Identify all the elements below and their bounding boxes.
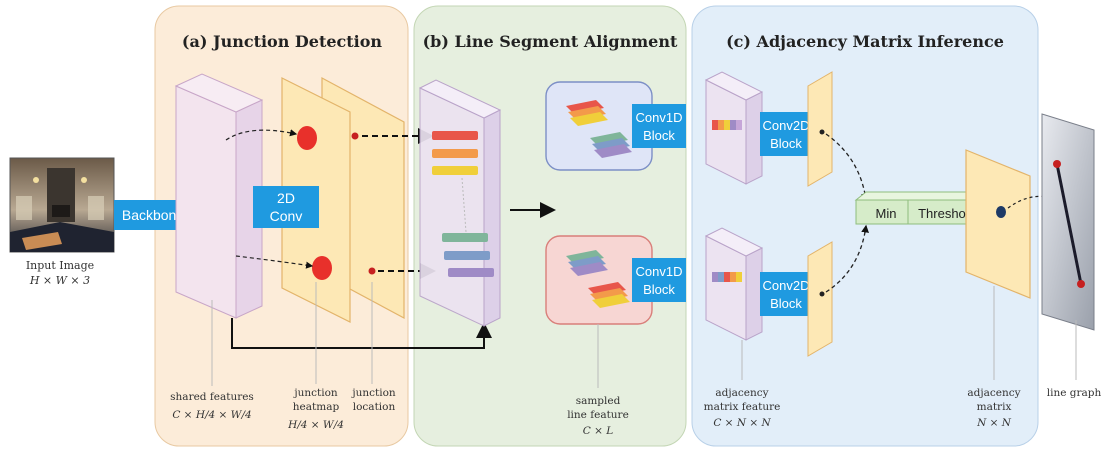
conv2d-block-top-line2: Block [770,136,802,151]
junction-heatmap-label-2: heatmap [293,401,340,413]
panel-b-title: (b) Line Segment Alignment [423,32,678,51]
shared-features-cuboid [174,73,264,319]
input-image-dims: H × W × 3 [29,274,90,287]
location-junction-bottom [368,267,376,275]
junction-location-label-1: junction [350,387,396,399]
adj-feature-cuboid-bottom [704,227,764,341]
shared-features-dims: C × H/4 × W/4 [172,409,251,421]
conv2d-block-a [253,186,319,228]
adj-feature-label-2: matrix feature [704,401,781,413]
threshold-label: Threshold [918,206,976,221]
input-image [9,157,115,253]
conv2d-block-a-line1: 2D [277,190,295,206]
location-junction-top [351,132,359,140]
adj-matrix-label-2: matrix [977,401,1012,413]
conv1d-block-bottom [632,258,686,302]
skip-connection-arrow [231,318,492,349]
conv1d-block-top-line2: Block [643,128,675,143]
line-alignment-cuboid [418,79,502,327]
junction-heatmap-label-1: junction [292,387,338,399]
conv1d-block-top [632,104,686,148]
bottom-feature-stack [566,250,630,308]
conv2d-block-top [760,112,812,156]
conv2d-block-bottom [760,272,812,316]
adj-map-bottom [807,241,833,357]
conv2d-block-a-line2: Conv [270,208,303,224]
conv2d-block-top-line1: Conv2D [763,118,810,133]
conv2d-block-bottom-line1: Conv2D [763,278,810,293]
conv2d-block-bottom-line2: Block [770,296,802,311]
adjacency-matrix-plane [965,149,1031,299]
min-label: Min [876,206,897,221]
heatmap-junction-bottom [312,256,332,280]
warm-line-features [432,131,478,175]
panel-c-title: (c) Adjacency Matrix Inference [726,32,1004,51]
line-graph-segment [1055,163,1083,285]
junction-heatmap-dims: H/4 × W/4 [287,419,344,431]
conv1d-block-top-line1: Conv1D [636,110,683,125]
adj-matrix-label-1: adjacency [967,387,1020,399]
line-graph-label: line graph [1047,387,1102,399]
junction-location-label-2: location [353,401,396,413]
adj-feature-cuboid-top [704,71,764,185]
adj-matrix-dims: N × N [976,417,1012,429]
heatmap-junction-top [297,126,317,150]
adj-feature-label-1: adjacency [715,387,768,399]
sampled-line-label-2: line feature [567,409,629,421]
line-graph-endpoint-top [1053,160,1061,168]
conv1d-block-bottom-line2: Block [643,282,675,297]
shared-features-label: shared features [170,391,254,403]
adj-feature-dims: C × N × N [713,417,771,429]
input-image-label: Input Image [26,259,94,272]
line-graph-endpoint-bottom [1077,280,1085,288]
sampled-line-dims: C × L [583,425,614,437]
panel-a-title: (a) Junction Detection [182,32,383,51]
backbone-label: Backbone [122,207,184,223]
conv1d-block-bottom-line1: Conv1D [636,264,683,279]
adj-map-top [807,71,833,187]
sampled-line-label-1: sampled [576,395,621,407]
cool-line-features [442,233,494,277]
top-feature-stack [566,100,632,158]
